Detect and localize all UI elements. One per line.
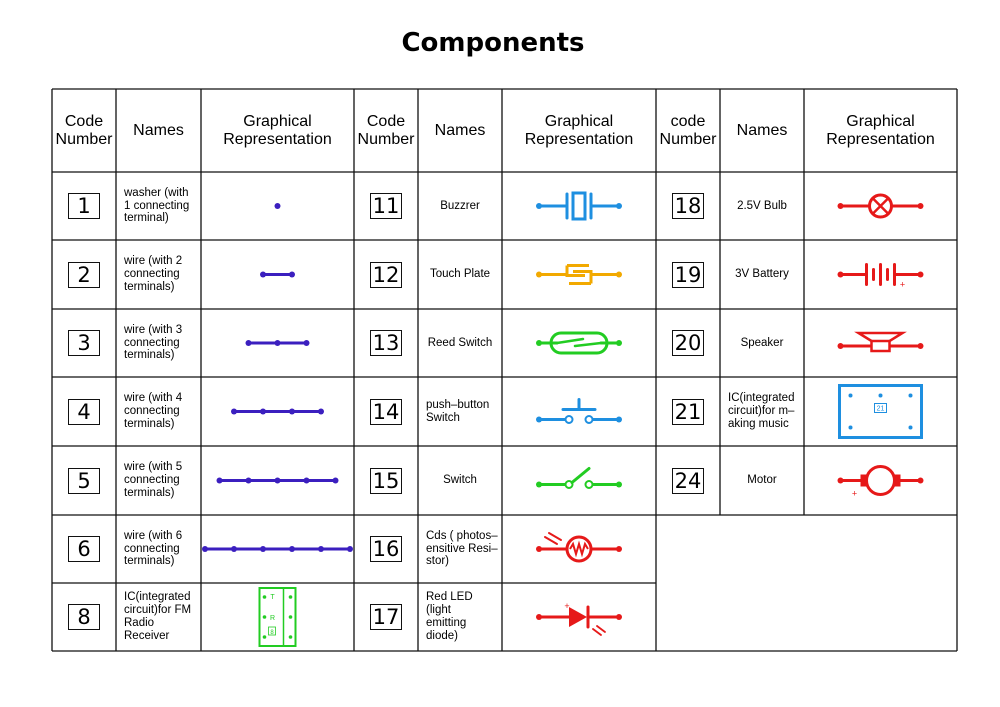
speaker-icon xyxy=(837,331,924,353)
wire-3-icon xyxy=(245,340,310,346)
motor-polarity-label: + xyxy=(852,489,857,499)
music-ic-icon: 21 xyxy=(838,384,923,439)
fm-ic-label: T xyxy=(270,594,275,601)
fm-ic-icon: T R 8 xyxy=(258,587,297,647)
component-name: 3V Battery xyxy=(735,268,789,281)
code-number-box: 12 xyxy=(370,261,402,288)
wire-5-icon xyxy=(216,477,339,484)
code-number-box: 17 xyxy=(370,604,402,630)
code-number-box: 15 xyxy=(370,467,402,494)
fm-ic-label: 8 xyxy=(270,630,274,636)
component-name: Motor xyxy=(747,474,777,487)
component-name: washer (with 1 connecting terminal) xyxy=(124,186,190,225)
code-number-box: 13 xyxy=(370,330,402,356)
component-name: Touch Plate xyxy=(429,268,491,281)
led-polarity-label: + xyxy=(564,601,569,611)
header-code-number: code Number xyxy=(659,112,717,148)
component-name: wire (with 4 connecting terminals) xyxy=(124,392,183,430)
washer-icon xyxy=(274,203,281,209)
bulb-icon xyxy=(837,193,924,219)
reed-switch-icon xyxy=(536,331,622,355)
code-number-box: 16 xyxy=(370,536,402,562)
battery-polarity-label: + xyxy=(900,280,905,290)
photoresistor-icon xyxy=(536,532,622,563)
code-number-box: 24 xyxy=(672,467,704,494)
code-number-box: 8 xyxy=(68,604,100,630)
header-names: Names xyxy=(133,121,184,139)
code-number-box: 21 xyxy=(672,398,704,425)
header-graphical-representation: Graphical Representation xyxy=(524,112,634,148)
code-number-box: 5 xyxy=(68,467,100,494)
wire-2-icon xyxy=(260,271,295,278)
battery-icon: + xyxy=(837,263,924,290)
header-code-number: Code Number xyxy=(357,112,415,148)
code-number-box: 1 xyxy=(68,193,100,219)
music-ic-label: 21 xyxy=(877,406,885,413)
component-name: Switch xyxy=(443,474,477,487)
header-names: Names xyxy=(434,121,486,139)
wire-6-icon xyxy=(202,546,353,552)
fm-ic-label: R xyxy=(270,615,275,622)
component-name: Reed Switch xyxy=(427,336,493,349)
code-number-box: 4 xyxy=(68,398,100,425)
header-code-number: Code Number xyxy=(55,112,113,148)
component-name: IC(integrated circuit)for m– aking music xyxy=(728,392,795,430)
code-number-box: 20 xyxy=(672,330,704,356)
component-name: wire (with 5 connecting terminals) xyxy=(124,461,183,499)
code-number-box: 6 xyxy=(68,536,100,562)
component-name: wire (with 3 connecting terminals) xyxy=(124,323,183,362)
component-name: wire (with 6 connecting terminals) xyxy=(124,529,183,568)
code-number-box: 2 xyxy=(68,261,100,288)
code-number-box: 14 xyxy=(370,398,402,425)
buzzer-icon xyxy=(536,191,622,221)
motor-icon: + xyxy=(837,465,924,499)
led-icon: + xyxy=(536,601,622,636)
header-graphical-representation: Graphical Representation xyxy=(826,112,935,148)
component-name: push–button Switch xyxy=(426,398,490,424)
code-number-box: 11 xyxy=(370,193,402,219)
component-name: IC(integrated circuit)for FM Radio Recei… xyxy=(124,591,192,642)
push-button-switch-icon xyxy=(536,398,622,424)
code-number-box: 3 xyxy=(68,330,100,356)
component-name: wire (with 2 connecting terminals) xyxy=(124,255,183,293)
component-name: Speaker xyxy=(740,336,784,349)
code-number-box: 18 xyxy=(672,193,704,219)
page-title: Components xyxy=(401,28,585,58)
component-name: Buzzrer xyxy=(440,199,480,212)
code-number-box: 19 xyxy=(672,261,704,288)
component-name: 2.5V Bulb xyxy=(737,199,787,212)
component-name: Cds ( photos– ensitive Resi– stor) xyxy=(426,529,498,568)
header-graphical-representation: Graphical Representation xyxy=(223,112,332,148)
touch-plate-icon xyxy=(536,264,622,285)
switch-icon xyxy=(536,467,622,489)
header-names: Names xyxy=(736,121,788,139)
wire-4-icon xyxy=(231,408,324,415)
component-name: Red LED (light emitting diode) xyxy=(426,591,473,642)
